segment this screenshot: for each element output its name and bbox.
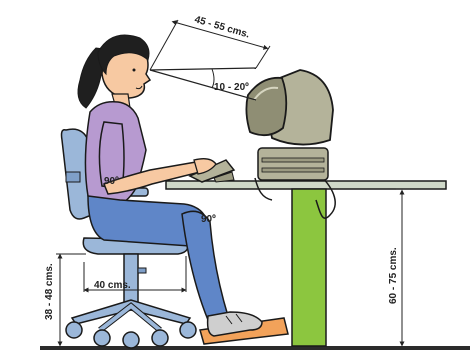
computer [188, 69, 336, 219]
view-cone [149, 67, 257, 101]
view-angle-label: 10 - 20º [214, 82, 249, 93]
seat-depth-dimension [83, 256, 187, 293]
desk-height-dimension [396, 188, 410, 347]
jeans-lower-leg [181, 210, 229, 321]
elbow-angle-label: 90º [104, 176, 119, 187]
knee-angle-label: 90º [201, 214, 216, 225]
chair-wheel [151, 329, 169, 347]
chair-column [123, 253, 139, 305]
chair-wheel [65, 321, 83, 339]
desk-height-label: 60 - 75 cms. [388, 247, 399, 304]
monitor-base [257, 147, 329, 181]
chair-wheel [179, 321, 197, 339]
chair-wheel [93, 329, 111, 347]
seated-woman [77, 34, 263, 337]
monitor-screen [245, 76, 288, 137]
desk [165, 180, 447, 347]
shoe [206, 311, 263, 337]
desk-top [165, 180, 447, 190]
eye-distance-dimension [149, 19, 271, 71]
floor-line [40, 346, 470, 350]
seat-height-dimension [56, 253, 86, 347]
desk-leg [291, 188, 327, 347]
eye-distance-label: 45 - 55 cms. [193, 14, 251, 40]
chair-wheel [122, 331, 140, 349]
seat-height-label: 38 - 48 cms. [44, 263, 55, 320]
seat-depth-label: 40 cms. [94, 280, 131, 291]
